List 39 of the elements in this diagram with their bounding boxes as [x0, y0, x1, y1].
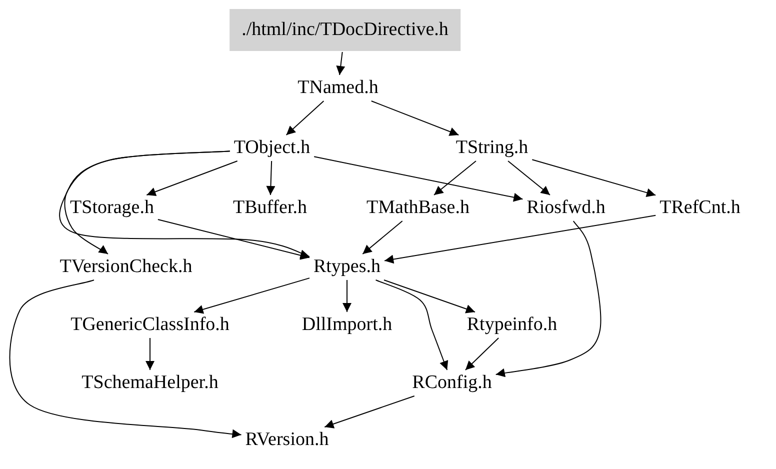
arrow: [434, 160, 476, 196]
arrow: [464, 338, 500, 370]
arrow: [370, 100, 460, 136]
arrow: [495, 220, 602, 378]
arrow: [383, 280, 476, 314]
arrow: [314, 156, 524, 202]
file-label: RConfig.h: [409, 371, 495, 395]
arrow: [336, 52, 346, 76]
file-label: TBuffer.h: [230, 196, 310, 220]
file-label: TSchemaHelper.h: [78, 371, 222, 395]
arrow: [342, 280, 352, 312]
file-label: TGenericClassInfo.h: [68, 313, 232, 337]
file-label: TRefCnt.h: [656, 196, 744, 220]
arrow: [146, 160, 238, 196]
file-label: DllImport.h: [298, 313, 396, 337]
arrow: [286, 100, 324, 136]
arrow: [9, 280, 242, 438]
file-label: Riosfwd.h: [524, 196, 608, 220]
arrow: [384, 214, 656, 264]
file-label: Rtypes.h: [310, 255, 384, 279]
file-label: TStorage.h: [67, 196, 157, 220]
arrow: [508, 160, 550, 196]
arrow: [375, 280, 448, 370]
arrow: [362, 220, 403, 254]
file-label: TVersionCheck.h: [56, 255, 196, 279]
file-label: RVersion.h: [242, 428, 332, 452]
arrow: [59, 150, 310, 258]
arrow: [157, 219, 310, 260]
arrow: [266, 160, 276, 196]
file-box: ./html/inc/TDocDirective.h: [230, 9, 460, 51]
file-label: TMathBase.h: [364, 196, 472, 220]
arrow: [194, 278, 310, 314]
arrow: [146, 338, 154, 370]
file-label: Rtypeinfo.h: [464, 313, 560, 337]
file-label: TObject.h: [230, 136, 314, 160]
file-label: TString.h: [452, 136, 532, 160]
arrow: [532, 159, 656, 198]
file-label: TNamed.h: [294, 76, 382, 100]
arrow: [324, 396, 415, 428]
